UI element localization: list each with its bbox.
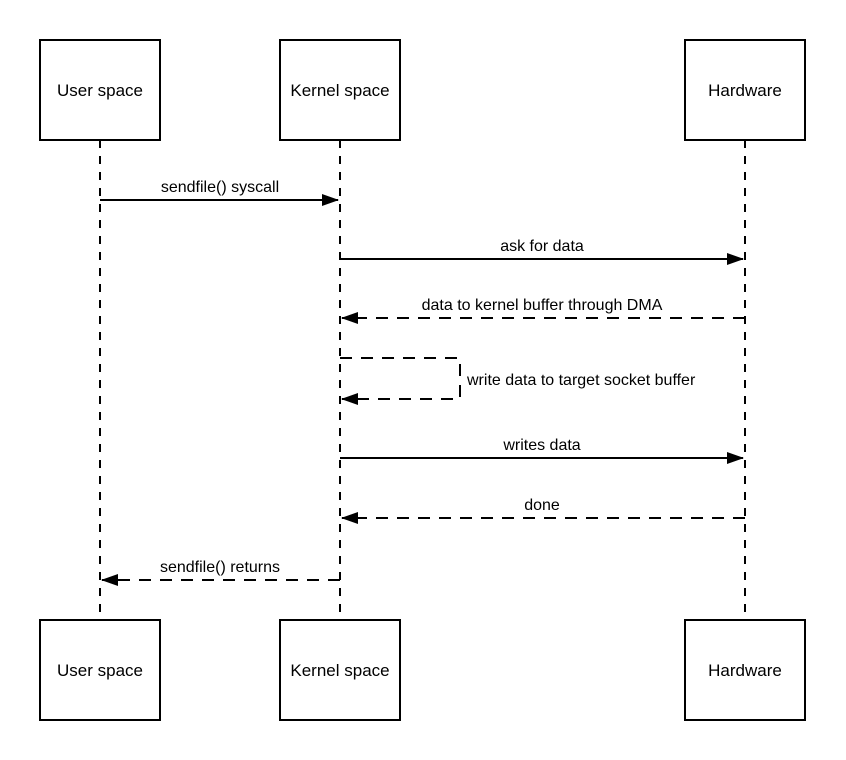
actor-label-kernel-space-bottom: Kernel space: [290, 661, 389, 680]
message-label-sendfile-returns: sendfile() returns: [160, 559, 280, 576]
message-arrow-write-data-to-socket-buffer: [340, 357, 461, 405]
actor-label-hardware-top: Hardware: [708, 81, 782, 100]
message-label-ask-for-data: ask for data: [500, 238, 584, 255]
actor-box-user-space-bottom: [39, 619, 161, 721]
actor-kernel-space-bottom: Kernel space: [279, 619, 401, 721]
actor-label-user-space-bottom: User space: [57, 661, 143, 680]
actor-hardware-bottom: Hardware: [684, 619, 806, 721]
actor-box-kernel-space-bottom: [279, 619, 401, 721]
actor-kernel-space-top: Kernel space: [279, 39, 401, 141]
actor-hardware-top: Hardware: [684, 39, 806, 141]
actor-box-hardware-top: [684, 39, 806, 141]
message-label-writes-data: writes data: [502, 437, 580, 454]
actor-label-hardware-bottom: Hardware: [708, 661, 782, 680]
message-label-data-to-kernel-buffer: data to kernel buffer through DMA: [422, 297, 663, 314]
actor-box-hardware-bottom: [684, 619, 806, 721]
message-label-write-data-to-socket-buffer: write data to target socket buffer: [466, 372, 696, 389]
actor-label-user-space-top: User space: [57, 81, 143, 100]
actor-label-kernel-space-top: Kernel space: [290, 81, 389, 100]
actor-user-space-bottom: User space: [39, 619, 161, 721]
message-label-done: done: [524, 497, 560, 514]
actor-box-kernel-space-top: [279, 39, 401, 141]
actor-box-user-space-top: [39, 39, 161, 141]
message-label-sendfile-syscall: sendfile() syscall: [161, 179, 279, 196]
actor-user-space-top: User space: [39, 39, 161, 141]
